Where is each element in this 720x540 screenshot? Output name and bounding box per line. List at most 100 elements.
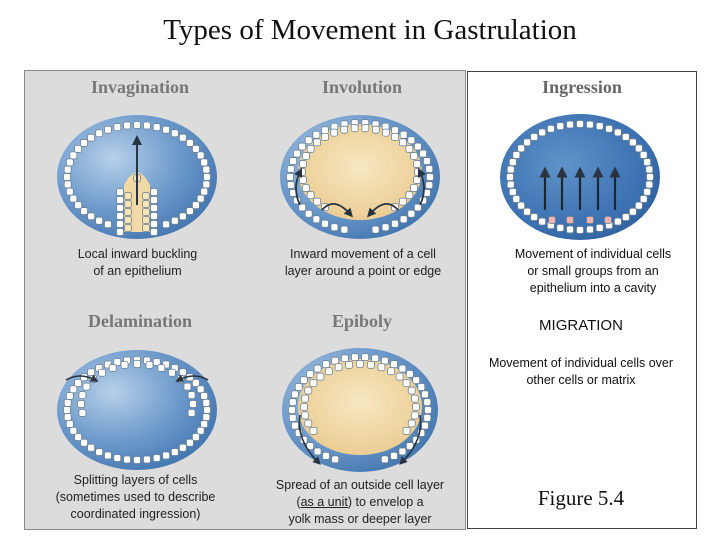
cell: [321, 132, 329, 141]
cell: [410, 183, 418, 192]
cell: [187, 391, 196, 399]
cell: [74, 379, 83, 387]
cell: [191, 144, 200, 153]
cell: [133, 121, 141, 129]
cell: [586, 216, 594, 224]
cell: [621, 133, 630, 141]
caption-epiboly-rest: ) to envelop a: [347, 495, 424, 509]
cell: [423, 398, 432, 407]
cell: [95, 216, 104, 225]
caption-migration: Movement of individual cells over other …: [467, 355, 695, 389]
cell: [306, 191, 315, 200]
cell: [178, 133, 187, 142]
cell: [548, 216, 556, 224]
cell: [576, 120, 584, 128]
cell: [313, 447, 322, 456]
cell: [417, 383, 426, 391]
caption-delamination-line-2: (sometimes used to describe: [55, 490, 216, 504]
cell: [506, 165, 515, 174]
cell: [517, 144, 526, 153]
caption-invagination-line-1: Local inward buckling: [77, 247, 198, 261]
cell: [65, 392, 74, 400]
cell: [639, 151, 648, 159]
cell: [322, 360, 330, 369]
cell: [186, 438, 194, 447]
cell: [104, 451, 112, 460]
cell: [391, 126, 399, 135]
cell: [419, 149, 427, 158]
cell: [331, 356, 340, 365]
caption-invagination-line-2: of an epithelium: [93, 264, 182, 278]
cell: [629, 207, 637, 216]
cell: [170, 129, 179, 138]
cell: [566, 120, 574, 129]
cell: [65, 187, 74, 196]
cell: [87, 133, 96, 142]
cell: [69, 194, 78, 203]
cell: [407, 209, 416, 218]
cell: [116, 220, 124, 228]
slide-title: Types of Movement in Gastrulation: [163, 14, 577, 46]
cell: [289, 157, 298, 165]
cell: [286, 173, 294, 181]
caption-invagination: Local inward buckling of an epithelium: [40, 246, 235, 280]
cell: [186, 139, 194, 147]
cell: [150, 228, 158, 236]
cell: [157, 364, 166, 372]
cell: [361, 124, 370, 133]
caption-involution-line-1: Inward movement of a cell: [290, 247, 436, 261]
cell: [405, 191, 414, 200]
cell: [63, 413, 72, 422]
cell: [407, 136, 416, 145]
cell: [123, 455, 131, 464]
cell: [200, 187, 209, 196]
cell: [143, 121, 151, 130]
cell: [162, 125, 170, 134]
heading-ingression: Ingression: [542, 77, 622, 97]
cell: [398, 138, 407, 147]
caption-epiboly-underlined: as a unit: [300, 495, 348, 509]
cell: [162, 220, 170, 229]
cell: [191, 379, 200, 387]
cell: [643, 188, 652, 196]
heading-involution: Involution: [321, 77, 403, 97]
cell: [506, 180, 515, 189]
cell: [142, 208, 150, 216]
cell: [316, 372, 325, 381]
cell: [183, 382, 192, 391]
cell: [556, 122, 565, 131]
cell: [113, 358, 122, 366]
cell: [340, 125, 349, 134]
cell: [377, 363, 386, 372]
cell: [398, 447, 407, 456]
cell: [95, 129, 104, 138]
cell: [410, 152, 418, 161]
cell: [523, 138, 531, 147]
cell: [116, 228, 124, 236]
cell: [421, 390, 429, 399]
cell: [613, 217, 622, 226]
cell: [124, 200, 132, 208]
heading-epiboly: Epiboly: [331, 311, 393, 331]
cell: [306, 442, 315, 450]
cell: [304, 209, 313, 218]
cell: [69, 426, 78, 435]
cell: [124, 192, 132, 200]
cell: [113, 454, 122, 462]
cell: [142, 216, 150, 224]
cell: [334, 363, 343, 372]
cell: [143, 455, 151, 464]
cell: [508, 188, 517, 196]
cell: [116, 196, 124, 204]
cell: [523, 207, 531, 216]
cell: [304, 419, 313, 428]
cell: [168, 368, 176, 377]
cell: [411, 411, 419, 420]
cell: [422, 157, 431, 165]
cell: [556, 223, 565, 232]
cell: [87, 443, 96, 452]
cell: [145, 361, 154, 369]
cell: [301, 411, 309, 420]
cell: [300, 403, 308, 411]
